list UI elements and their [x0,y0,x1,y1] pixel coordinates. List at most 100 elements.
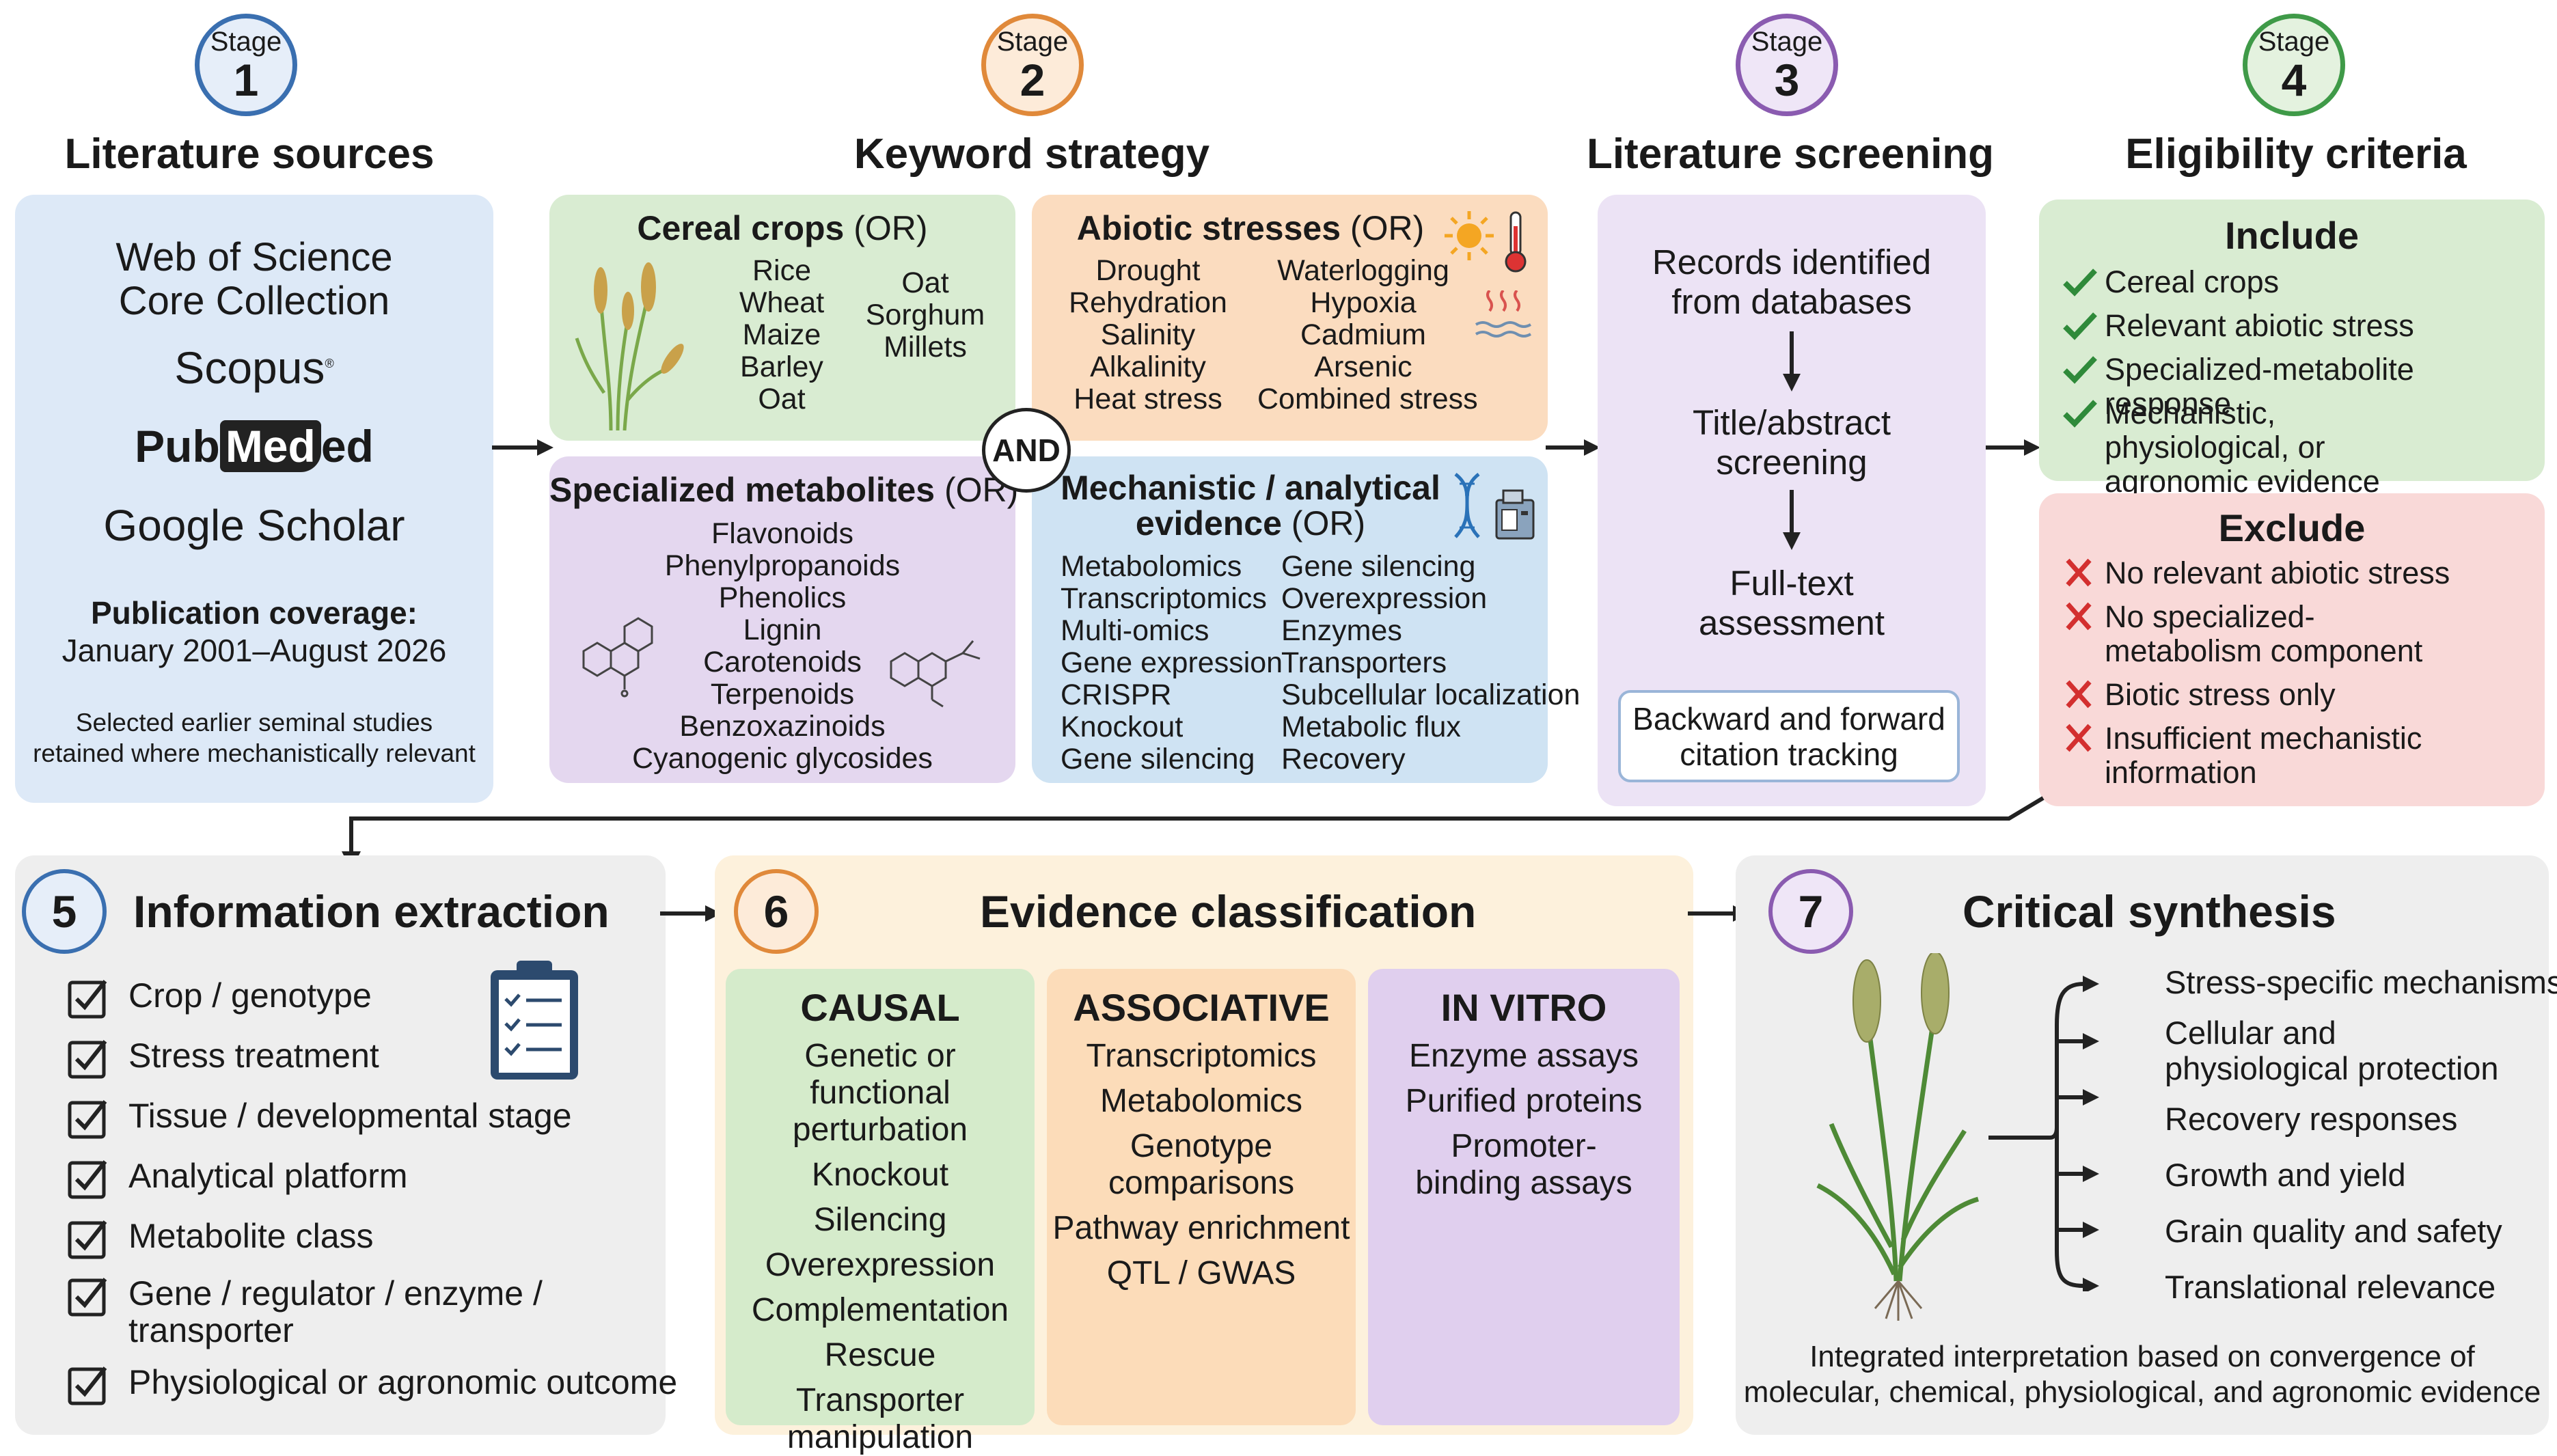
synthesis-item: Translational relevance [2165,1269,2496,1305]
in-vitro-item: Purified proteins [1405,1083,1643,1119]
cereal-item: Oat [901,266,949,299]
metabolite-item: Terpenoids [710,678,855,711]
extraction-text: Gene / regulator / enzyme / transporter [128,1274,543,1349]
mechanistic-item: CRISPR [1061,678,1172,711]
step-5-badge: 5 [22,869,107,954]
stage-word: Stage [1751,27,1823,57]
scopus-label: Scopus [174,342,325,393]
associative-item: Pathway enrichment [1052,1210,1350,1246]
mechanistic-item: Metabolomics [1061,550,1242,583]
in-vitro-column: IN VITRO Enzyme assays Purified proteins… [1368,969,1680,1425]
checkbox-checked-icon [68,1100,107,1139]
check-icon [2063,400,2097,428]
cereal-crops-box: Cereal crops (OR) Rice Wheat Maize Barle… [549,195,1015,441]
causal-item: Silencing [813,1202,947,1238]
step-line: screening [1716,443,1868,482]
exclude-text: Biotic stress only [2105,677,2336,712]
wheat-plant-icon [575,262,684,431]
extraction-text: Metabolite class [128,1217,374,1255]
include-text: Relevant abiotic stress [2105,308,2414,343]
abiotic-item: Cadmium [1300,318,1426,351]
classification-title: Evidence classification [980,886,1477,937]
cross-icon [2066,680,2092,709]
causal-item: Complementation [751,1292,1009,1328]
stage-3-title: Literature screening [1586,131,1995,178]
arrow-stage2-to-3 [1546,439,1600,456]
molecule-structure-icon [890,640,981,708]
extraction-item: Gene / regulator / enzyme / transporter [67,1275,545,1349]
arrow-down [1783,331,1801,392]
clipboard-icon [491,961,578,1080]
screening-step-records: Records identified from databases [1598,243,1986,322]
stage-number: 3 [1774,55,1800,105]
and-label: AND [992,432,1061,468]
stage-2-title: Keyword strategy [853,131,1210,178]
check-icon [2063,269,2097,297]
include-text: Specialized-metabolite response [2105,352,2414,421]
exclude-text: No relevant abiotic stress [2105,555,2450,590]
web-of-science: Web of Science Core Collection [15,236,493,323]
abiotic-item: Combined stress [1257,383,1478,415]
mechanistic-item: Recovery [1281,743,1406,775]
associative-item: Metabolomics [1099,1083,1303,1119]
step-7-badge: 7 [1768,869,1853,954]
arrow-down [1783,490,1801,550]
extraction-item: Crop / genotype [67,977,372,1019]
synthesis-item: Growth and yield [2165,1157,2406,1193]
associative-item: Transcriptomics [1086,1038,1317,1074]
arrow-step5-to-6 [660,905,722,922]
exclude-text: No specialized-metabolism component [2105,599,2423,668]
mechanistic-item: Transcriptomics [1061,582,1267,615]
and-operator-badge: AND [982,408,1071,493]
extraction-text: Crop / genotype [128,976,372,1015]
include-item: Relevant abiotic stress [2055,309,2414,343]
arrow-stage3-to-4 [1986,439,2040,456]
mechanistic-list-2: Gene silencing Overexpression Enzymes Tr… [1281,551,1581,775]
metabolites-title: Specialized metabolites (OR) [549,470,1018,510]
synthesis-item-text: Cellular and physiological protection [2165,1015,2499,1086]
abiotic-item: Drought [1095,254,1201,287]
step-6-badge: 6 [734,869,819,954]
stage-number: 2 [1020,55,1045,105]
extraction-text: Tissue / developmental stage [128,1097,572,1135]
citation-line: citation tracking [1680,737,1898,772]
causal-item: Rescue [824,1337,936,1373]
cereal-item: Rice [752,254,812,287]
abiotic-list-1: Drought Rehydration Salinity Alkalinity … [1045,255,1250,415]
causal-item: Knockout [811,1157,949,1193]
pubmed-part-a: Pub [135,421,220,471]
mechanistic-item: Knockout [1061,711,1184,743]
causal-item: Transporter manipulation [787,1382,974,1455]
abiotic-item: Alkalinity [1090,351,1206,383]
coverage-title: Publication coverage: [90,595,418,631]
citation-line: Backward and forward [1632,701,1945,737]
extraction-text: Physiological or agronomic outcome [128,1363,678,1401]
include-text: Mechanistic, physiological, or agronomic… [2105,396,2380,499]
exclude-item: Insufficient mechanistic information [2055,722,2465,790]
cereal-list-1: Rice Wheat Maize Barley Oat [720,255,843,415]
checkbox-checked-icon [68,1366,107,1405]
causal-item: Overexpression [765,1247,996,1283]
stage-word: Stage [996,27,1069,57]
in-vitro-title: IN VITRO [1440,986,1607,1029]
exclude-title: Exclude [2218,506,2366,549]
pubmed-part-c: ed [320,421,374,471]
causal-item: Genetic or functional perturbation [792,1038,968,1148]
stage-number: 1 [233,55,259,105]
exclude-item: Biotic stress only [2055,678,2336,712]
mechanistic-item: Subcellular localization [1281,678,1581,711]
check-icon [2063,312,2097,340]
metabolite-item: Lignin [743,614,822,646]
synthesis-item: Cellular and physiological protection [2165,1015,2520,1086]
cross-icon [2066,602,2092,631]
checkbox-checked-icon [68,1220,107,1259]
include-item: Cereal crops [2055,265,2279,299]
mechanistic-title: Mechanistic / analytical evidence (OR) [1032,470,1469,541]
checkbox-checked-icon [68,980,107,1019]
wos-line-2: Core Collection [118,279,390,323]
cross-icon [2066,724,2092,752]
associative-item: QTL / GWAS [1106,1255,1296,1291]
exclude-item: No specialized-metabolism component [2055,600,2465,668]
cereal-item: Millets [884,331,967,363]
